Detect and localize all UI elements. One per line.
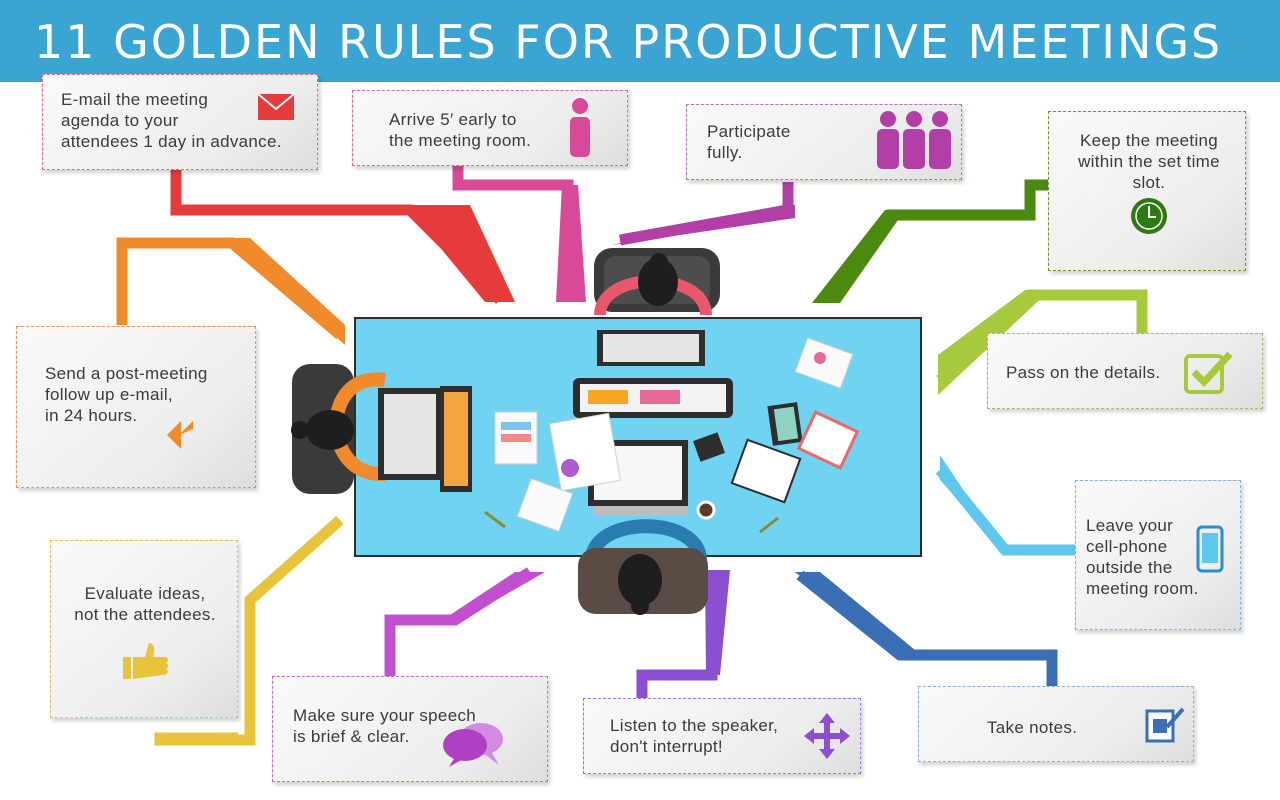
arrows-icon: [804, 713, 850, 759]
rule-card-time-slot: Keep the meeting within the set time slo…: [1048, 111, 1246, 271]
connector-notes: [796, 570, 1058, 688]
connector-evaluate: [154, 515, 344, 746]
rule-text: Arrive 5′ early to the meeting room.: [389, 110, 532, 150]
person-icon: [570, 98, 590, 157]
rule-card-cell-phone: Leave your cell-phone outside the meetin…: [1075, 480, 1241, 630]
rule-text: E-mail the meeting agenda to your attend…: [61, 90, 282, 151]
connector-speech-wedge: [450, 572, 545, 615]
rule-text: Participate fully.: [707, 122, 791, 162]
attendee-top: [594, 248, 720, 366]
attendee-left: [291, 364, 472, 494]
rule-card-take-notes: Take notes.: [918, 686, 1194, 762]
connector-listen-wedge: [705, 570, 730, 675]
connector-followup-wedge: [227, 238, 345, 345]
rule-text: Take notes.: [987, 718, 1078, 737]
reply-all-icon: [167, 421, 193, 449]
rule-card-participate: Participate fully.: [686, 104, 962, 180]
rule-text: Make sure your speech is brief & clear.: [293, 706, 476, 746]
connector-followup: [116, 237, 344, 340]
clock-icon: [1131, 198, 1167, 234]
connector-participate-wedge: [612, 205, 795, 245]
title-banner: 11 GOLDEN RULES FOR PRODUCTIVE MEETINGS: [0, 0, 1280, 82]
thumbs-up-icon: [123, 643, 168, 679]
rule-card-follow-up: Send a post-meeting follow up e-mail, in…: [16, 326, 256, 488]
connector-arrive-wedge: [556, 185, 586, 302]
notes-icon: [1145, 707, 1185, 743]
envelope-icon: [257, 93, 295, 120]
rule-card-listen: Listen to the speaker, don't interrupt!: [583, 698, 861, 774]
rule-text: Pass on the details.: [1006, 363, 1161, 382]
checkbox-icon: [1184, 351, 1233, 394]
rule-text: Send a post-meeting follow up e-mail, in…: [45, 364, 208, 425]
connector-time-wedge: [812, 210, 905, 303]
connector-phone: [935, 466, 1075, 556]
connector-notes-wedge: [795, 572, 915, 650]
rule-text: Keep the meeting within the set time slo…: [1078, 131, 1220, 192]
rule-text: Evaluate ideas, not the attendees.: [74, 584, 216, 624]
page-title: 11 GOLDEN RULES FOR PRODUCTIVE MEETINGS: [34, 15, 1223, 69]
speech-bubbles-icon: [443, 723, 503, 767]
rule-card-arrive-early: Arrive 5′ early to the meeting room.: [352, 90, 628, 166]
phone-icon: [1196, 525, 1224, 573]
group-icon: [877, 111, 951, 169]
rule-text: Listen to the speaker, don't interrupt!: [610, 716, 779, 756]
rule-card-evaluate-ideas: Evaluate ideas, not the attendees.: [50, 540, 238, 718]
rule-text: Leave your cell-phone outside the meetin…: [1086, 516, 1199, 598]
connector-email-wedge: [405, 205, 515, 302]
rule-card-email-agenda: E-mail the meeting agenda to your attend…: [42, 74, 318, 170]
rule-card-pass-details: Pass on the details.: [987, 333, 1263, 409]
rule-card-speech: Make sure your speech is brief & clear.: [272, 676, 548, 782]
